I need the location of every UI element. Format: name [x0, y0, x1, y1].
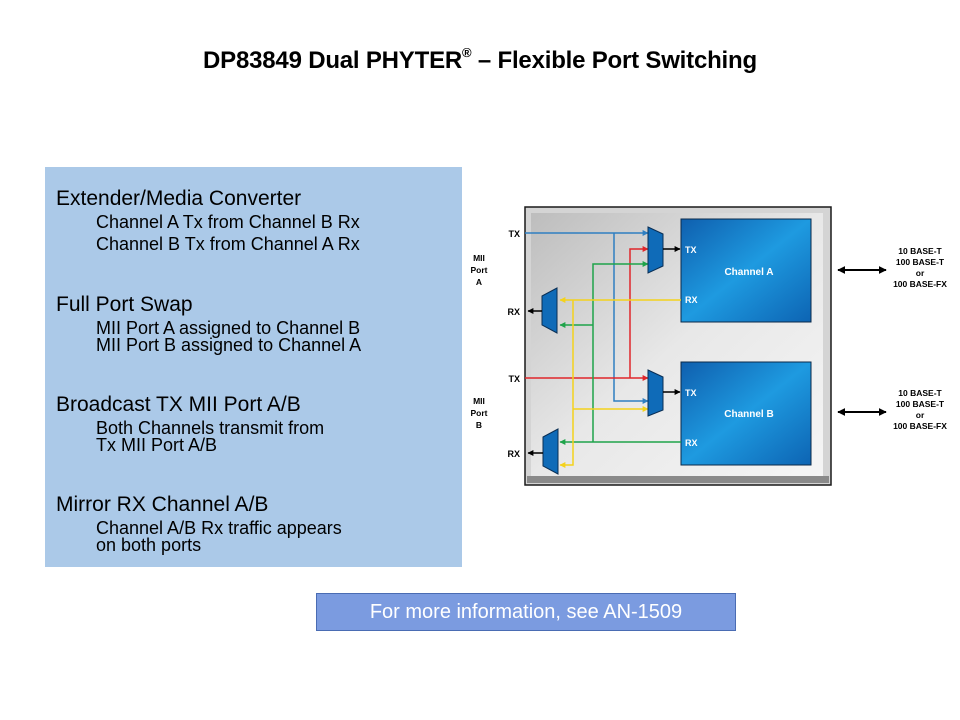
port-a-rx-label: RX [507, 307, 520, 317]
port-b-label-line: B [476, 420, 482, 430]
mode-line: Channel B Tx from Channel A Rx [96, 234, 360, 254]
channel-a-rx-label: RX [685, 295, 698, 305]
media-b-label-line: 100 BASE-T [896, 399, 945, 409]
mode-line: MII Port B assigned to Channel A [96, 335, 362, 355]
path-blue-to-mux-b [613, 233, 649, 404]
mode-heading: Extender/Media Converter [56, 187, 302, 210]
rx-mux-b [542, 428, 559, 475]
mode-line: MII Port A assigned to Channel B [96, 318, 361, 338]
media-a-label-line: or [916, 268, 925, 278]
mode-mirror-rx: Mirror RX Channel A/B Channel A/B Rx tra… [56, 493, 342, 554]
rx-mux-a [541, 287, 558, 334]
registered-mark: ® [462, 45, 472, 60]
media-b-label-line: or [916, 410, 925, 420]
channel-b-block [680, 361, 812, 466]
modes-panel: Extender/Media Converter Channel A Tx fr… [45, 167, 462, 567]
frame-shadow [527, 476, 829, 483]
mode-extender: Extender/Media Converter Channel A Tx fr… [56, 187, 360, 255]
mode-heading: Full Port Swap [56, 293, 193, 316]
channel-b-tx-label: TX [685, 388, 697, 398]
mode-broadcast-tx: Broadcast TX MII Port A/B Both Channels … [56, 393, 324, 454]
channel-a-block [680, 218, 812, 323]
mode-line: Channel A/B Rx traffic appears [96, 518, 342, 538]
media-a-label-line: 10 BASE-T [898, 246, 942, 256]
channel-b-rx-label: RX [685, 438, 698, 448]
mode-heading: Broadcast TX MII Port A/B [56, 393, 301, 416]
port-a-tx-label: TX [508, 229, 520, 239]
port-b-label-line: MII [473, 396, 485, 406]
more-info-button[interactable]: For more information, see AN-1509 [316, 593, 736, 631]
port-a-label-line: MII [473, 253, 485, 263]
channel-a-name: Channel A [724, 267, 773, 278]
tx-mux-a [647, 226, 664, 274]
media-a-label-line: 100 BASE-FX [893, 279, 947, 289]
port-a-label-line: Port [471, 265, 488, 275]
mode-line: Both Channels transmit from [96, 418, 325, 438]
title-main: DP83849 Dual PHYTER [203, 47, 463, 74]
slide-title: DP83849 Dual PHYTER® – Flexible Port Swi… [0, 45, 960, 75]
title-suffix: – Flexible Port Switching [471, 47, 757, 74]
port-b-label-line: Port [471, 408, 488, 418]
mode-line: on both ports [96, 535, 202, 555]
mode-full-port-swap: Full Port Swap MII Port A assigned to Ch… [56, 293, 361, 354]
port-switching-diagram: TX RX TX RX MII Port A MII Port B TX RX … [471, 206, 947, 486]
port-b-tx-label: TX [508, 374, 520, 384]
channel-b-name: Channel B [724, 409, 773, 420]
mode-line: Tx MII Port A/B [96, 435, 218, 455]
mode-line: Channel A Tx from Channel B Rx [96, 212, 360, 232]
path-green-to-mux-a [592, 261, 649, 442]
media-a-label-line: 100 BASE-T [896, 257, 945, 267]
port-a-label-line: A [476, 277, 482, 287]
tx-mux-b [647, 369, 664, 417]
media-b-label-line: 100 BASE-FX [893, 421, 947, 431]
path-red-to-mux-a [629, 246, 649, 378]
path-yellow-to-rx-b [559, 300, 574, 468]
port-b-rx-label: RX [507, 449, 520, 459]
media-b-label-line: 10 BASE-T [898, 388, 942, 398]
mode-heading: Mirror RX Channel A/B [56, 493, 269, 516]
channel-a-tx-label: TX [685, 245, 697, 255]
